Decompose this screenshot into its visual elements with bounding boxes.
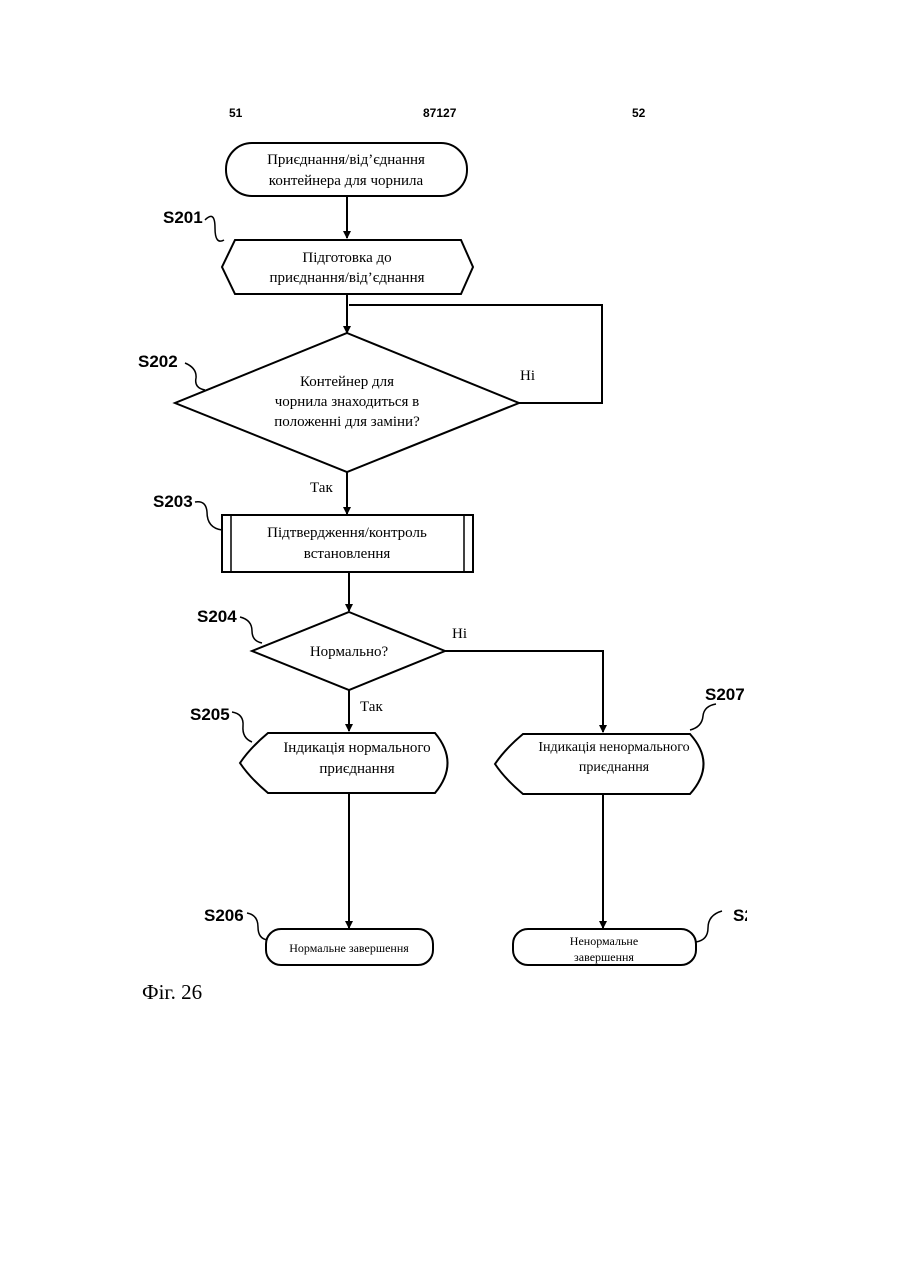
start-label-line1: Приєднання/від’єднання bbox=[267, 152, 425, 168]
decision-s204: S204 Нормально? Ні Так bbox=[197, 607, 467, 715]
step-id-s205: S205 bbox=[190, 705, 230, 724]
display-s207: S207 Індикація ненормального приєднання bbox=[495, 685, 745, 794]
decision-s202: S202 Контейнер для чорнила знаходиться в… bbox=[138, 333, 535, 496]
s204-no-label: Ні bbox=[452, 626, 467, 642]
s206-label: Нормальне завершення bbox=[289, 941, 409, 955]
step-id-s208: S2 bbox=[733, 906, 754, 925]
s207-label-line2: приєднання bbox=[579, 760, 650, 775]
step-id-s203: S203 bbox=[153, 492, 193, 511]
s202-yes-label: Так bbox=[310, 480, 333, 496]
process-s203: S203 Підтвердження/контроль встановлення bbox=[153, 492, 473, 572]
s205-label-line2: приєднання bbox=[319, 761, 394, 777]
s202-label-line1: Контейнер для bbox=[300, 374, 394, 390]
s202-label-line2: чорнила знаходиться в bbox=[275, 394, 420, 410]
s208-label-line1: Ненормальне bbox=[570, 934, 638, 948]
s204-label: Нормально? bbox=[310, 644, 389, 660]
start-label-line2: контейнера для чорнила bbox=[269, 173, 424, 189]
terminal-s208: S2 Ненормальне завершення bbox=[513, 906, 754, 965]
s208-label-line2: завершення bbox=[574, 950, 634, 964]
step-s201: S201 Підготовка до приєднання/від’єднанн… bbox=[163, 208, 473, 294]
s203-label-line2: встановлення bbox=[304, 546, 391, 562]
s201-label-line1: Підготовка до bbox=[302, 250, 391, 266]
s203-label-line1: Підтвердження/контроль bbox=[267, 525, 427, 541]
s202-label-line3: положенні для заміни? bbox=[274, 414, 420, 430]
start-terminal: Приєднання/від’єднання контейнера для чо… bbox=[226, 143, 467, 196]
step-id-s207: S207 bbox=[705, 685, 745, 704]
display-s205: S205 Індикація нормального приєднання bbox=[190, 705, 448, 793]
step-id-s206: S206 bbox=[204, 906, 244, 925]
connector-s204-no-to-s207 bbox=[445, 651, 603, 732]
s202-no-label: Ні bbox=[520, 368, 535, 384]
step-id-s201: S201 bbox=[163, 208, 203, 227]
s205-label-line1: Індикація нормального bbox=[283, 740, 430, 756]
s201-label-line2: приєднання/від’єднання bbox=[269, 270, 424, 286]
step-id-s202: S202 bbox=[138, 352, 178, 371]
step-id-s204: S204 bbox=[197, 607, 237, 626]
terminal-s206: S206 Нормальне завершення bbox=[204, 906, 433, 965]
s204-yes-label: Так bbox=[360, 699, 383, 715]
s207-label-line1: Індикація ненормального bbox=[538, 740, 689, 755]
figure-caption: Фіг. 26 bbox=[142, 980, 202, 1005]
